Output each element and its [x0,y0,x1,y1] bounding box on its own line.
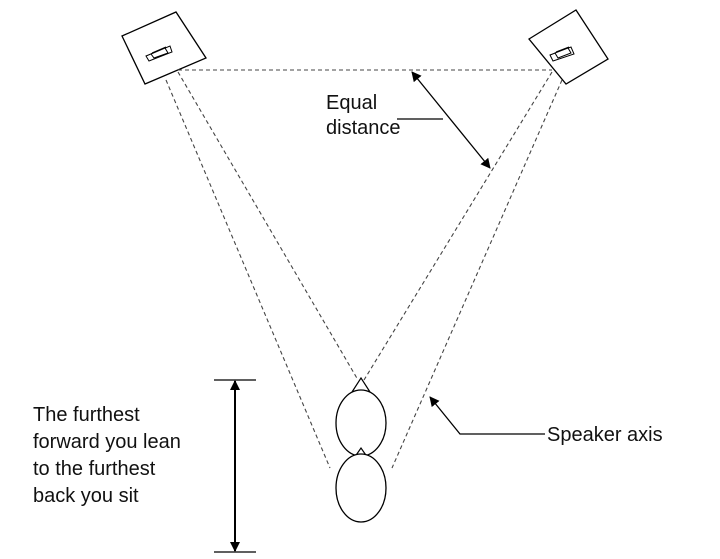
equal-distance-arrow [411,71,491,169]
left-speaker [121,11,207,85]
left-speaker-to-front-head-line [177,71,359,381]
listener-back-position [335,446,387,523]
left-speaker-driver-icon [145,45,173,62]
lean-range-label-line-2: forward you lean [33,431,181,453]
left-speaker-axis-line [165,79,331,469]
speaker-axis-label: Speaker axis [547,424,663,446]
right-speaker [528,9,609,85]
lean-range-label-line-4: back you sit [33,485,139,507]
equal-distance-label-line-2: distance [326,117,401,139]
equal-distance-label-line-1: Equal [326,92,377,114]
lean-range-label-line-3: to the furthest [33,458,156,480]
lean-range-label-line-1: The furthest [33,404,140,426]
speaker-axis-callout-arrow [429,396,545,435]
listener-front-position [335,376,387,457]
listening-triangle-lines [165,71,563,469]
equal-distance-label: Equal distance [326,92,401,139]
right-speaker-axis-line [391,79,563,469]
right-speaker-driver-icon [549,46,575,62]
lean-range-label: The furthest forward you lean to the fur… [33,404,186,507]
